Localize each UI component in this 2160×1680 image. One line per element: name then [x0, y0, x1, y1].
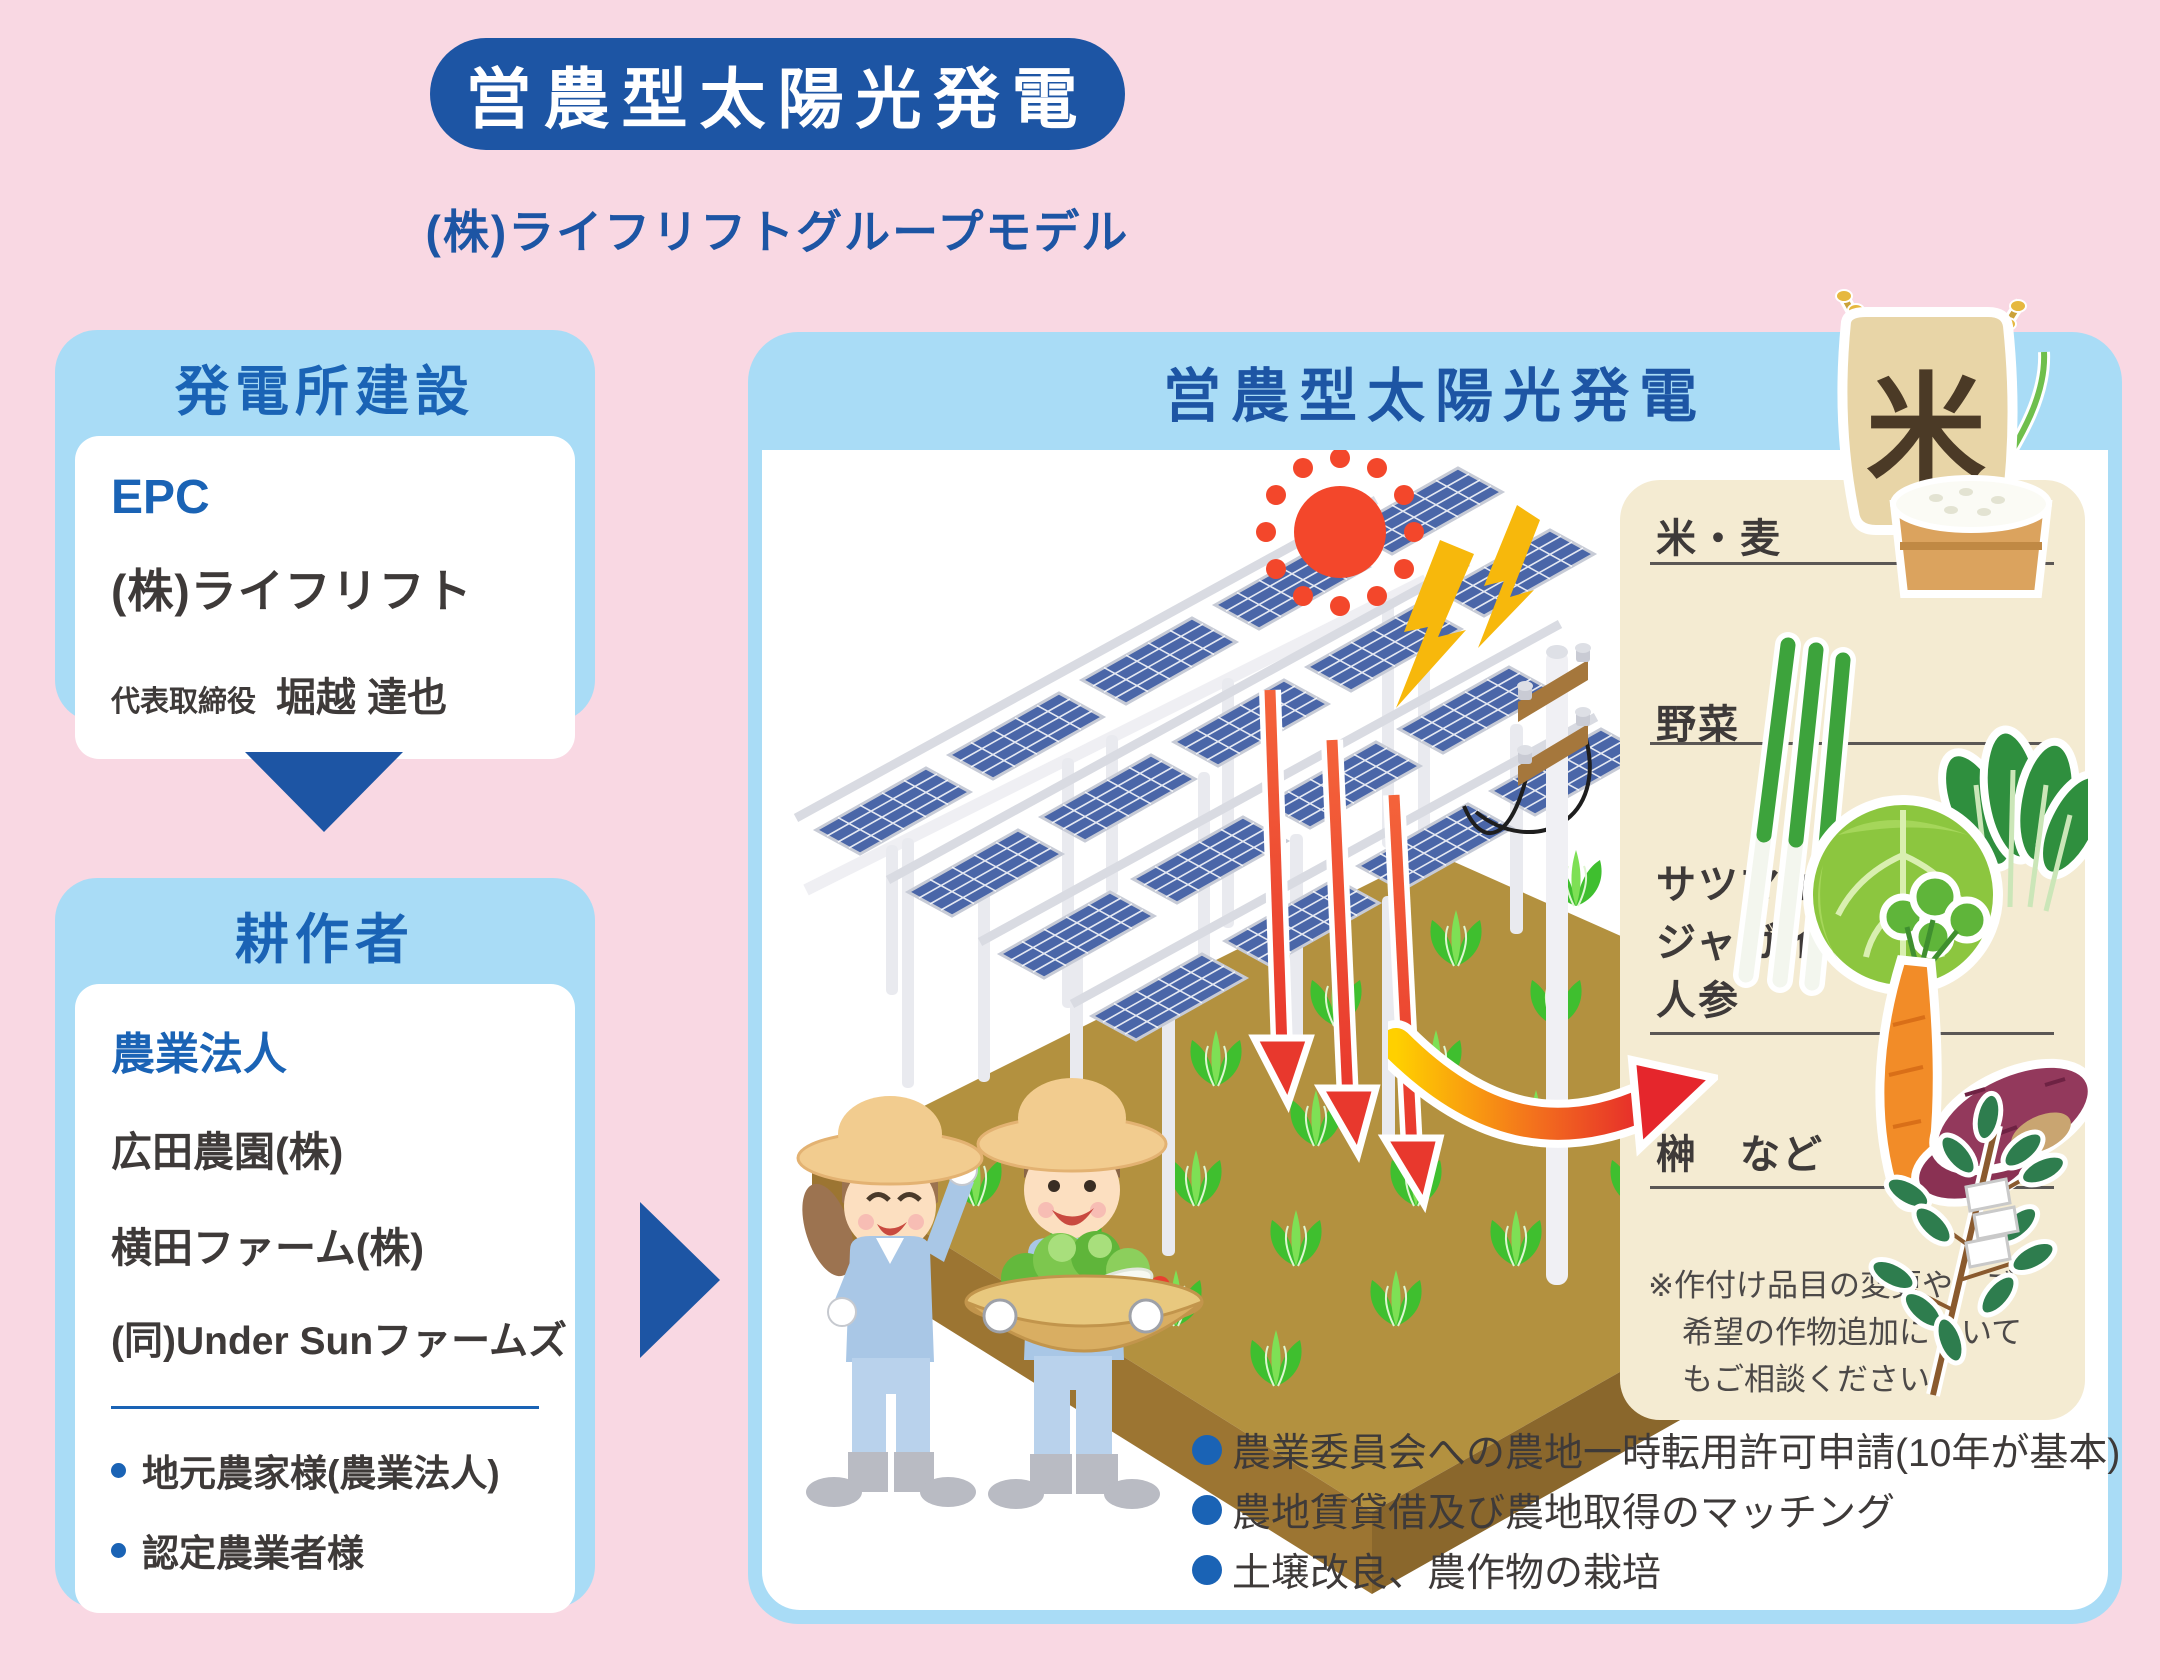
page-title-text: 営農型太陽光発電 [465, 62, 1090, 136]
farmer-man [964, 1078, 1204, 1509]
crop-underline [1650, 1186, 2054, 1189]
panel-note: 農地賃貸借及び農地取得のマッチング [1192, 1480, 2120, 1540]
note-dot-icon [1192, 1555, 1222, 1585]
bullet-dot-icon [111, 1542, 126, 1558]
crops-note-line: もご相談ください。 [1682, 1362, 1961, 1398]
ceo-role-label: 代表取締役 [111, 686, 257, 718]
rice-icon: 米 [1835, 289, 2053, 598]
sakaki-icon [1868, 1090, 2068, 1397]
crop-item-carrot: 人参 [1656, 979, 1740, 1023]
panel-note: 土壌改良、農作物の栽培 [1192, 1540, 2120, 1600]
ceo-row: 代表取締役 堀越 達也 [111, 665, 539, 723]
cultivator-company: 横田ファーム(株) [111, 1225, 425, 1271]
bullet-dot-icon [111, 1462, 126, 1478]
panel-notes: 農業委員会への農地一時転用許可申請(10年が基本) 農地賃貸借及び農地取得のマッ… [1192, 1420, 2120, 1600]
power-plant-box-content: EPC (株)ライフリフト 代表取締役 堀越 達也 [75, 436, 575, 759]
sun-icon [1256, 450, 1424, 616]
note-dot-icon [1192, 1495, 1222, 1525]
crop-underline [1650, 1032, 2054, 1035]
cultivator-box-content: 農業法人 広田農園(株) 横田ファーム(株) (同)Under Sunファームズ… [75, 984, 575, 1613]
farmer-woman [796, 1096, 984, 1507]
sunlight-arrows-icon [1248, 689, 1445, 1214]
power-plant-box-header: 発電所建設 [175, 361, 475, 422]
power-plant-box: 発電所建設 EPC (株)ライフリフト 代表取締役 堀越 達也 [55, 330, 595, 759]
cultivator-box: 耕作者 農業法人 広田農園(株) 横田ファーム(株) (同)Under Sunフ… [55, 878, 595, 1613]
cultivator-category-label: 農業法人 [111, 1030, 287, 1079]
crop-underline [1650, 742, 2054, 745]
farmers-illustration [796, 1078, 1204, 1509]
cultivator-bullet: 認定農業者様 [111, 1523, 539, 1577]
cultivator-company: (同)Under Sunファームズ [111, 1320, 567, 1363]
cultivator-box-header: 耕作者 [235, 909, 415, 970]
panel-note-text: 農地賃貸借及び農地取得のマッチング [1232, 1492, 1896, 1535]
crop-item-rice-wheat: 米・麦 [1656, 517, 1782, 561]
down-arrow-icon [245, 752, 403, 832]
crops-note: ※作付け品目の変更や、ご 希望の作物追加について もご相談ください。 [1648, 1262, 2058, 1403]
panel-note-text: 土壌改良、農作物の栽培 [1232, 1552, 1662, 1595]
divider [111, 1406, 539, 1409]
panel-note: 農業委員会への農地一時転用許可申請(10年が基本) [1192, 1420, 2120, 1480]
epc-label: EPC [111, 471, 210, 524]
cultivator-bullet-label: 地元農家様(農業法人) [142, 1453, 500, 1494]
cultivator-company: 広田農園(株) [111, 1129, 344, 1175]
ceo-name: 堀越 達也 [276, 676, 448, 720]
panel-note-text: 農業委員会への農地一時転用許可申請(10年が基本) [1232, 1432, 2121, 1475]
page-title: 営農型太陽光発電 [430, 38, 1125, 150]
crop-item-sakaki: 榊 など [1656, 1133, 1824, 1177]
note-dot-icon [1192, 1435, 1222, 1465]
crop-underline [1650, 562, 2054, 565]
lightning-icon [1396, 505, 1540, 708]
epc-company-name: (株)ライフリフト [111, 565, 473, 617]
cultivator-bullet: 地元農家様(農業法人) [111, 1443, 539, 1497]
cultivator-bullet-label: 認定農業者様 [142, 1533, 364, 1574]
crop-item-vegetables: 野菜 [1656, 703, 1740, 747]
page-subtitle: (株)ライフリフトグループモデル [425, 206, 1130, 258]
right-arrow-icon [640, 1202, 720, 1358]
main-panel-header: 営農型太陽光発電 [1162, 364, 1707, 429]
harvest-arrow-icon [1388, 1020, 1718, 1157]
